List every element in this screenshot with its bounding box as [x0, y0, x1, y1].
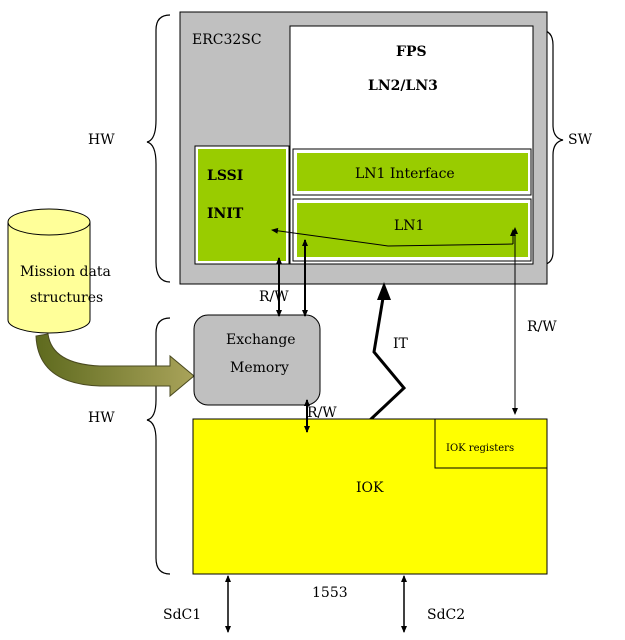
sdc2-label: SdC2 — [427, 607, 465, 623]
ln1-box — [297, 203, 528, 257]
ln1-interface-label: LN1 Interface — [355, 166, 455, 182]
mission-to-memory-arrow — [35, 333, 195, 398]
iok-registers-label: IOK registers — [446, 443, 514, 454]
rw-label-right: R/W — [527, 319, 557, 335]
iok-registers-box — [434, 418, 548, 469]
ln1-interface-box — [297, 153, 528, 191]
exchange-memory-box — [193, 314, 321, 406]
rw-label-iok: R/W — [307, 405, 337, 421]
brace-label-hw-top: HW — [88, 132, 115, 148]
brace-label-sw: SW — [568, 132, 593, 148]
lssi-label: LSSI — [207, 168, 243, 184]
fps-label: FPS — [396, 44, 427, 60]
lssi-box — [198, 149, 286, 261]
processor-label: ERC32SC — [192, 32, 262, 48]
brace-label-hw-bottom: HW — [88, 410, 115, 426]
interrupt-zigzag — [368, 291, 407, 422]
bus-label: 1553 — [312, 585, 348, 601]
exchange-memory-label-2: Memory — [230, 360, 289, 376]
brace-sw-right — [539, 29, 564, 266]
fps-sublabel: LN2/LN3 — [368, 78, 438, 94]
exchange-memory-label-1: Exchange — [226, 332, 296, 348]
init-label: INIT — [207, 206, 244, 222]
ln1-label: LN1 — [394, 218, 424, 234]
mission-data-label-1: Mission data — [20, 264, 111, 280]
interrupt-arrowhead — [377, 282, 391, 300]
brace-hw-bottom — [146, 317, 171, 575]
ln1-to-init-arrow — [271, 227, 514, 247]
rw-label-left: R/W — [259, 289, 289, 305]
mission-data-cylinder — [7, 208, 91, 334]
sdc1-label: SdC1 — [163, 607, 201, 623]
mission-data-label-2: structures — [30, 290, 103, 306]
iok-label: IOK — [356, 480, 384, 496]
brace-hw-top — [146, 14, 171, 283]
it-label: IT — [393, 336, 409, 352]
